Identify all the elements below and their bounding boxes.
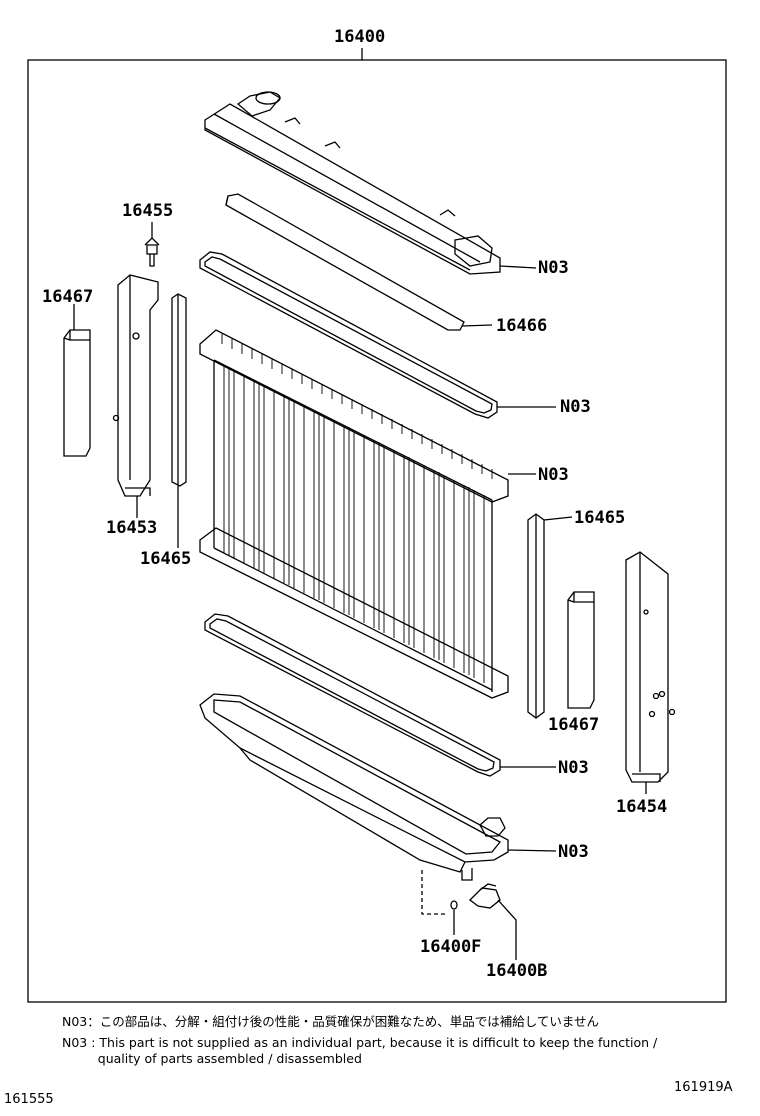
n03-a-leader bbox=[499, 265, 537, 269]
assembly-frame bbox=[27, 59, 727, 1003]
label-seal-left: 16467 bbox=[42, 287, 93, 307]
label-n03-c: N03 bbox=[538, 465, 569, 485]
right-strip-leader bbox=[543, 516, 573, 521]
left-side-panel bbox=[112, 274, 159, 497]
left-seal-block bbox=[63, 329, 91, 457]
note-english-line2: quality of parts assembled / disassemble… bbox=[62, 1051, 362, 1066]
label-n03-a: N03 bbox=[538, 258, 569, 278]
o-ring bbox=[450, 900, 458, 910]
bolt bbox=[144, 237, 160, 267]
radiator-core bbox=[199, 329, 509, 699]
footer-right-code: 161919A bbox=[674, 1080, 733, 1095]
label-strip-left: 16465 bbox=[140, 549, 191, 569]
label-bolt: 16455 bbox=[122, 201, 173, 221]
left-rubber-strip bbox=[171, 293, 187, 487]
lower-gasket bbox=[204, 613, 501, 777]
drain-cock bbox=[469, 883, 501, 909]
upper-tank bbox=[204, 91, 501, 275]
upper-gasket bbox=[199, 251, 498, 419]
top-seal-leader bbox=[461, 324, 493, 327]
right-side-panel bbox=[625, 551, 676, 783]
label-n03-e: N03 bbox=[558, 842, 589, 862]
footer-left-code: 161555 bbox=[4, 1092, 54, 1107]
label-side-left: 16453 bbox=[106, 518, 157, 538]
label-n03-b: N03 bbox=[560, 397, 591, 417]
lower-tank bbox=[199, 693, 509, 881]
right-seal-block bbox=[567, 591, 595, 709]
label-assembly: 16400 bbox=[334, 27, 385, 47]
label-top-seal: 16466 bbox=[496, 316, 547, 336]
right-rubber-strip bbox=[527, 513, 545, 719]
note-english-line1: N03 : This part is not supplied as an in… bbox=[62, 1035, 658, 1050]
label-strip-right: 16465 bbox=[574, 508, 625, 528]
label-drain-cock: 16400B bbox=[486, 961, 547, 981]
label-seal-right: 16467 bbox=[548, 715, 599, 735]
drain-leader bbox=[497, 899, 517, 960]
label-n03-d: N03 bbox=[558, 758, 589, 778]
install-dashed-line bbox=[421, 870, 446, 915]
label-oring: 16400F bbox=[420, 937, 481, 957]
top-seal-strip bbox=[225, 193, 465, 331]
label-side-right: 16454 bbox=[616, 797, 667, 817]
n03-e-leader bbox=[507, 849, 557, 852]
note-japanese: N03：この部品は、分解・組付け後の性能・品質確保が困難なため、単品では補給して… bbox=[62, 1014, 600, 1029]
